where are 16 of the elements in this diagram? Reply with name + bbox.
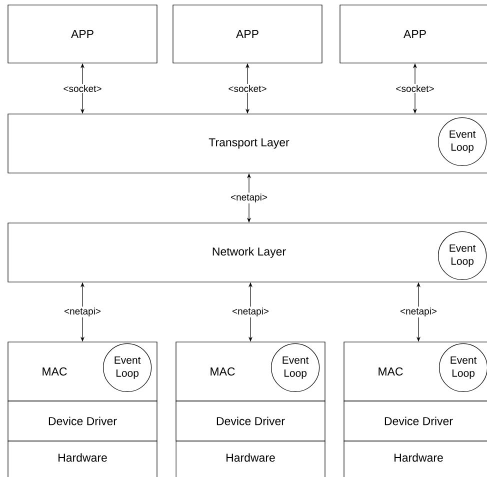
edge-label: <netapi> bbox=[231, 306, 270, 318]
layer-box: Hardware bbox=[8, 440, 158, 477]
layer-box: Device Driver bbox=[8, 400, 158, 442]
edge-label: <socket> bbox=[227, 84, 268, 93]
edge-label: <netapi> bbox=[63, 306, 102, 318]
layer-box: Device Driver bbox=[176, 400, 326, 442]
layer-box: Hardware bbox=[344, 440, 487, 477]
layer-box: APP bbox=[340, 4, 487, 64]
edge-label: <netapi> bbox=[399, 306, 438, 318]
layer-box: Hardware bbox=[176, 440, 326, 477]
layer-box: Device Driver bbox=[344, 400, 487, 442]
edge-label: <socket> bbox=[394, 84, 436, 93]
edge-label: <netapi> bbox=[230, 192, 268, 204]
layer-box: APP bbox=[8, 4, 158, 64]
layer-box: APP bbox=[172, 4, 322, 64]
edge-label: <socket> bbox=[62, 84, 103, 93]
